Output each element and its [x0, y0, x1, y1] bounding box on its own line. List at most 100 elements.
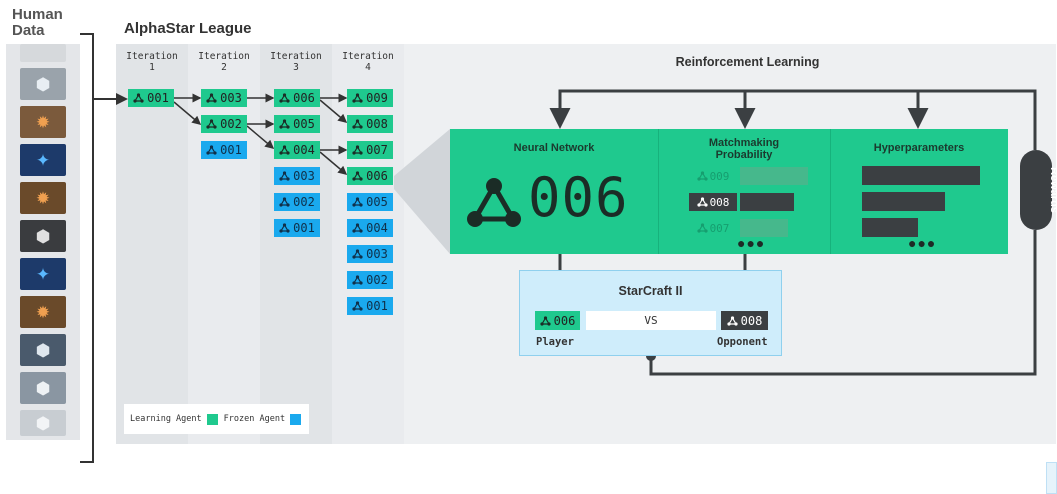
- learning-agent: 005: [274, 115, 320, 133]
- corner-tab: [1046, 462, 1057, 494]
- league-title: AlphaStar League: [124, 20, 252, 37]
- agent-network-icon: [279, 119, 290, 129]
- legend-frozen-swatch: [290, 413, 302, 425]
- hyperparameter-bar: [862, 218, 918, 237]
- agent-network-icon: [727, 315, 738, 326]
- legend-frozen-label: Frozen Agent: [223, 414, 286, 424]
- learning-agent: 009: [347, 89, 393, 107]
- rank-badge-icon: ⬢: [20, 410, 66, 436]
- agent-network-icon: [352, 119, 363, 129]
- opponent-label: Opponent: [717, 336, 768, 348]
- learning-agent: 006: [347, 167, 393, 185]
- matchmaking-agent: 007: [689, 219, 737, 237]
- frozen-agent: 001: [201, 141, 247, 159]
- matchmaking-agent: 008: [689, 193, 737, 211]
- rank-badge-icon: ⬢: [20, 68, 66, 100]
- rank-badge-icon: ✹: [20, 296, 66, 328]
- legend: Learning Agent Frozen Agent: [124, 404, 309, 434]
- frozen-agent: 002: [274, 193, 320, 211]
- agent-network-icon: [352, 275, 363, 285]
- learning-agent: 007: [347, 141, 393, 159]
- frozen-agent: 003: [274, 167, 320, 185]
- hyperparameters-title: Hyperparameters: [873, 142, 965, 154]
- rewards-label: Rewards: [1048, 167, 1057, 213]
- learning-agent: 001: [128, 89, 174, 107]
- rank-badge-icon: ⬢: [20, 372, 66, 404]
- learning-agent: 003: [201, 89, 247, 107]
- agent-network-icon: [352, 223, 363, 233]
- agent-network-icon: [279, 93, 290, 103]
- agent-network-icon: [696, 197, 708, 207]
- rewards-pill: Rewards: [1020, 150, 1057, 230]
- agent-network-icon: [133, 93, 144, 103]
- rank-badge-icon: [20, 44, 66, 62]
- frozen-agent: 002: [347, 271, 393, 289]
- iteration-column-4: [332, 44, 404, 444]
- agent-network-icon: [352, 145, 363, 155]
- rank-badge-icon: ✹: [20, 182, 66, 214]
- frozen-agent: 001: [347, 297, 393, 315]
- agent-network-icon: [352, 93, 363, 103]
- hyperparameter-bar: [862, 192, 945, 211]
- agent-network-icon: [279, 197, 290, 207]
- rank-badge-icon: ⬢: [20, 220, 66, 252]
- more-dots: ●●●: [908, 235, 937, 251]
- iteration-column-3: [260, 44, 332, 444]
- rl-title: Reinforcement Learning: [675, 55, 820, 69]
- agent-network-icon: [279, 171, 290, 181]
- matchmaking-probability-bar: [740, 193, 794, 211]
- rank-badge-icon: ✹: [20, 106, 66, 138]
- learning-agent: 002: [201, 115, 247, 133]
- frozen-agent: 004: [347, 219, 393, 237]
- human-data-column: ⬢ ✹ ✦ ✹ ⬢ ✦ ✹ ⬢ ⬢ ⬢: [6, 44, 80, 440]
- panel-divider: [830, 129, 831, 254]
- agent-network-icon: [696, 171, 708, 181]
- agent-network-icon: [352, 171, 363, 181]
- agent-network-icon: [279, 223, 290, 233]
- iteration-column-1: [116, 44, 188, 444]
- opponent-agent: 008: [721, 311, 768, 330]
- learning-agent: 006: [274, 89, 320, 107]
- rank-badge-icon: ✦: [20, 144, 66, 176]
- legend-learning-swatch: [206, 413, 218, 425]
- agent-network-icon: [352, 197, 363, 207]
- player-label: Player: [536, 336, 574, 348]
- agent-network-icon: [352, 249, 363, 259]
- learning-agent: 004: [274, 141, 320, 159]
- rank-badge-icon: ⬢: [20, 334, 66, 366]
- more-dots: ●●●: [737, 235, 766, 251]
- agent-network-icon: [467, 178, 521, 227]
- learning-agent: 008: [347, 115, 393, 133]
- agent-network-icon: [206, 119, 217, 129]
- selected-agent-id: 006: [528, 166, 629, 229]
- frozen-agent: 001: [274, 219, 320, 237]
- agent-network-icon: [206, 145, 217, 155]
- starcraft-title: StarCraft II: [618, 284, 683, 298]
- agent-network-icon: [279, 145, 290, 155]
- matchmaking-agent: 009: [689, 167, 737, 185]
- legend-learning-label: Learning Agent: [130, 414, 202, 424]
- frozen-agent: 003: [347, 245, 393, 263]
- agent-network-icon: [696, 223, 708, 233]
- frozen-agent: 005: [347, 193, 393, 211]
- agent-network-icon: [352, 301, 363, 311]
- agent-network-icon: [540, 315, 551, 326]
- player-agent: 006: [535, 311, 580, 330]
- matchmaking-probability-bar: [740, 219, 788, 237]
- iteration-column-2: [188, 44, 260, 444]
- panel-divider: [658, 129, 659, 254]
- versus-bar: VS: [586, 311, 716, 330]
- matchmaking-probability-bar: [740, 167, 808, 185]
- hyperparameter-bar: [862, 166, 980, 185]
- neural-network-title: Neural Network: [513, 142, 595, 154]
- agent-network-icon: [206, 93, 217, 103]
- rank-badge-icon: ✦: [20, 258, 66, 290]
